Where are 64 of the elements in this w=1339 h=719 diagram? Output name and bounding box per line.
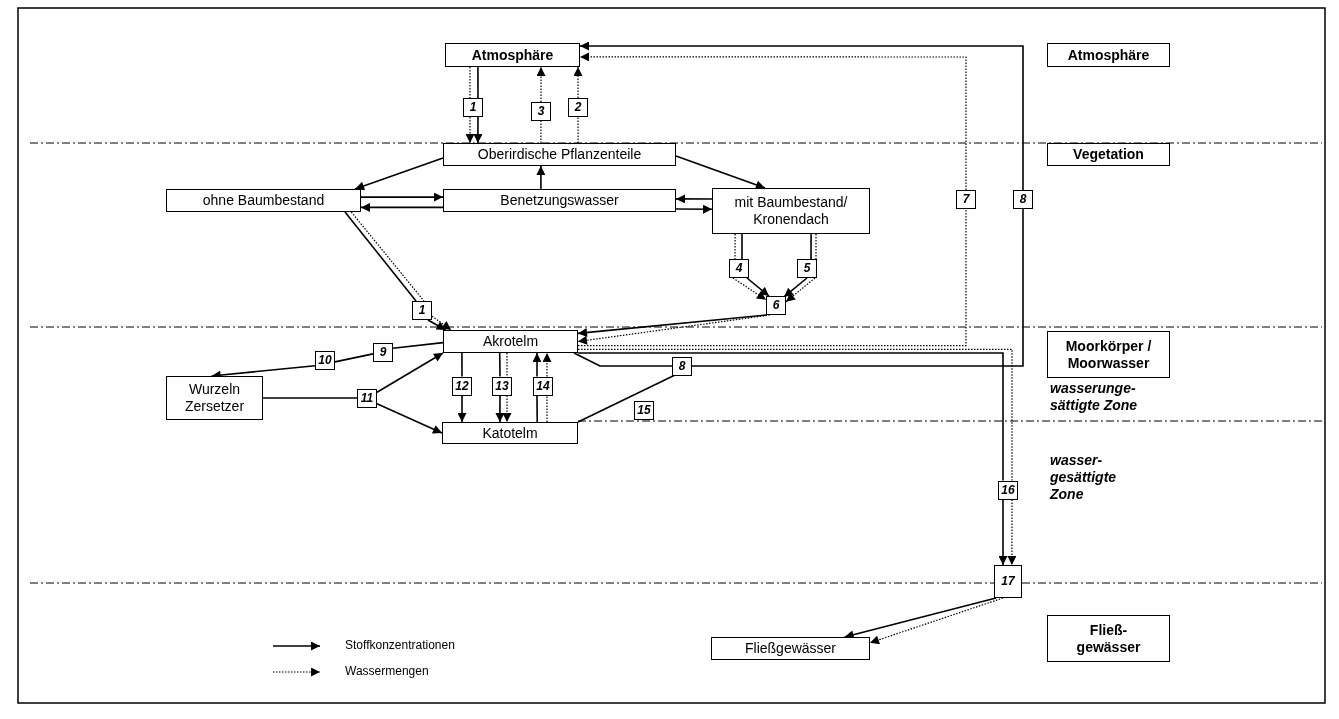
compartment-box: Akrotelm xyxy=(443,330,578,353)
flow-arrow xyxy=(360,192,444,202)
junction-number-box: 10 xyxy=(315,350,335,370)
junction-number-box: 6 xyxy=(766,296,786,315)
junction-number-box: 17 xyxy=(994,565,1022,598)
compartment-box: Benetzungswasser xyxy=(443,189,676,212)
flow-arrow xyxy=(998,498,1008,566)
junction-number-box: 1 xyxy=(412,301,432,320)
flow-arrow xyxy=(495,394,505,423)
junction-number-box: 9 xyxy=(373,342,393,362)
junction-number-box: 12 xyxy=(452,376,472,396)
zone-label-box: Moorkörper / Moorwasser xyxy=(1047,331,1170,378)
compartment-box: mit Baumbestand/ Kronendach xyxy=(712,188,870,234)
junction-number-box: 5 xyxy=(797,259,817,278)
compartment-box: ohne Baumbestand xyxy=(166,189,361,212)
zone-note: wasser- gesättigte Zone xyxy=(1050,452,1118,503)
flow-arrow xyxy=(457,394,467,423)
flow-arrow xyxy=(783,277,808,298)
flow-arrow xyxy=(542,352,552,378)
junction-number-box: 7 xyxy=(956,190,976,209)
junction-number-box: 16 xyxy=(998,480,1018,500)
legend-text: Wassermengen xyxy=(345,664,429,678)
legend-text: Stoffkonzentrationen xyxy=(345,638,455,652)
flow-arrow xyxy=(354,157,444,191)
flow-arrow xyxy=(536,66,546,103)
zone-label-box: Fließ- gewässer xyxy=(1047,615,1170,662)
junction-number-box: 14 xyxy=(533,376,553,396)
flow-arrow xyxy=(732,277,767,301)
zone-note: wasserunge- sättigte Zone xyxy=(1050,380,1139,414)
flow-arrow xyxy=(427,319,447,331)
flow-arrow xyxy=(473,116,483,144)
compartment-box: Atmosphäre xyxy=(445,43,580,67)
junction-number-box: 11 xyxy=(357,388,377,408)
flow-arrow xyxy=(746,277,770,297)
flow-arrow xyxy=(675,194,713,204)
flow-arrow xyxy=(536,165,546,190)
junction-number-box: 8 xyxy=(1013,190,1033,209)
flow-arrow xyxy=(573,66,583,99)
junction-number-box: 4 xyxy=(729,259,749,278)
flow-arrow xyxy=(785,277,816,303)
flow-arrow xyxy=(675,155,766,190)
zone-label-box: Vegetation xyxy=(1047,143,1170,166)
flow-arrow xyxy=(376,402,443,434)
flow-arrow xyxy=(675,204,713,214)
flow-arrow xyxy=(532,352,542,378)
compartment-box: Katotelm xyxy=(442,422,578,444)
junction-number-box: 3 xyxy=(531,102,551,121)
flow-arrow xyxy=(376,352,444,394)
flow-arrow xyxy=(579,41,1024,191)
flow-arrow xyxy=(579,52,967,191)
junction-number-box: 8 xyxy=(672,356,692,376)
flow-arrow xyxy=(360,202,444,212)
junction-number-box: 2 xyxy=(568,98,588,117)
junction-number-box: 13 xyxy=(492,376,512,396)
compartment-box: Wurzeln Zersetzer xyxy=(166,376,263,420)
junction-number-box: 15 xyxy=(634,400,654,420)
compartment-box: Oberirdische Pflanzenteile xyxy=(443,143,676,166)
zone-label-box: Atmosphäre xyxy=(1047,43,1170,67)
compartment-box: Fließgewässer xyxy=(711,637,870,660)
junction-number-box: 1 xyxy=(463,98,483,117)
flow-arrow xyxy=(465,116,475,144)
flow-arrow xyxy=(869,597,1004,645)
flow-arrow xyxy=(431,315,452,331)
flow-arrow xyxy=(577,314,767,337)
